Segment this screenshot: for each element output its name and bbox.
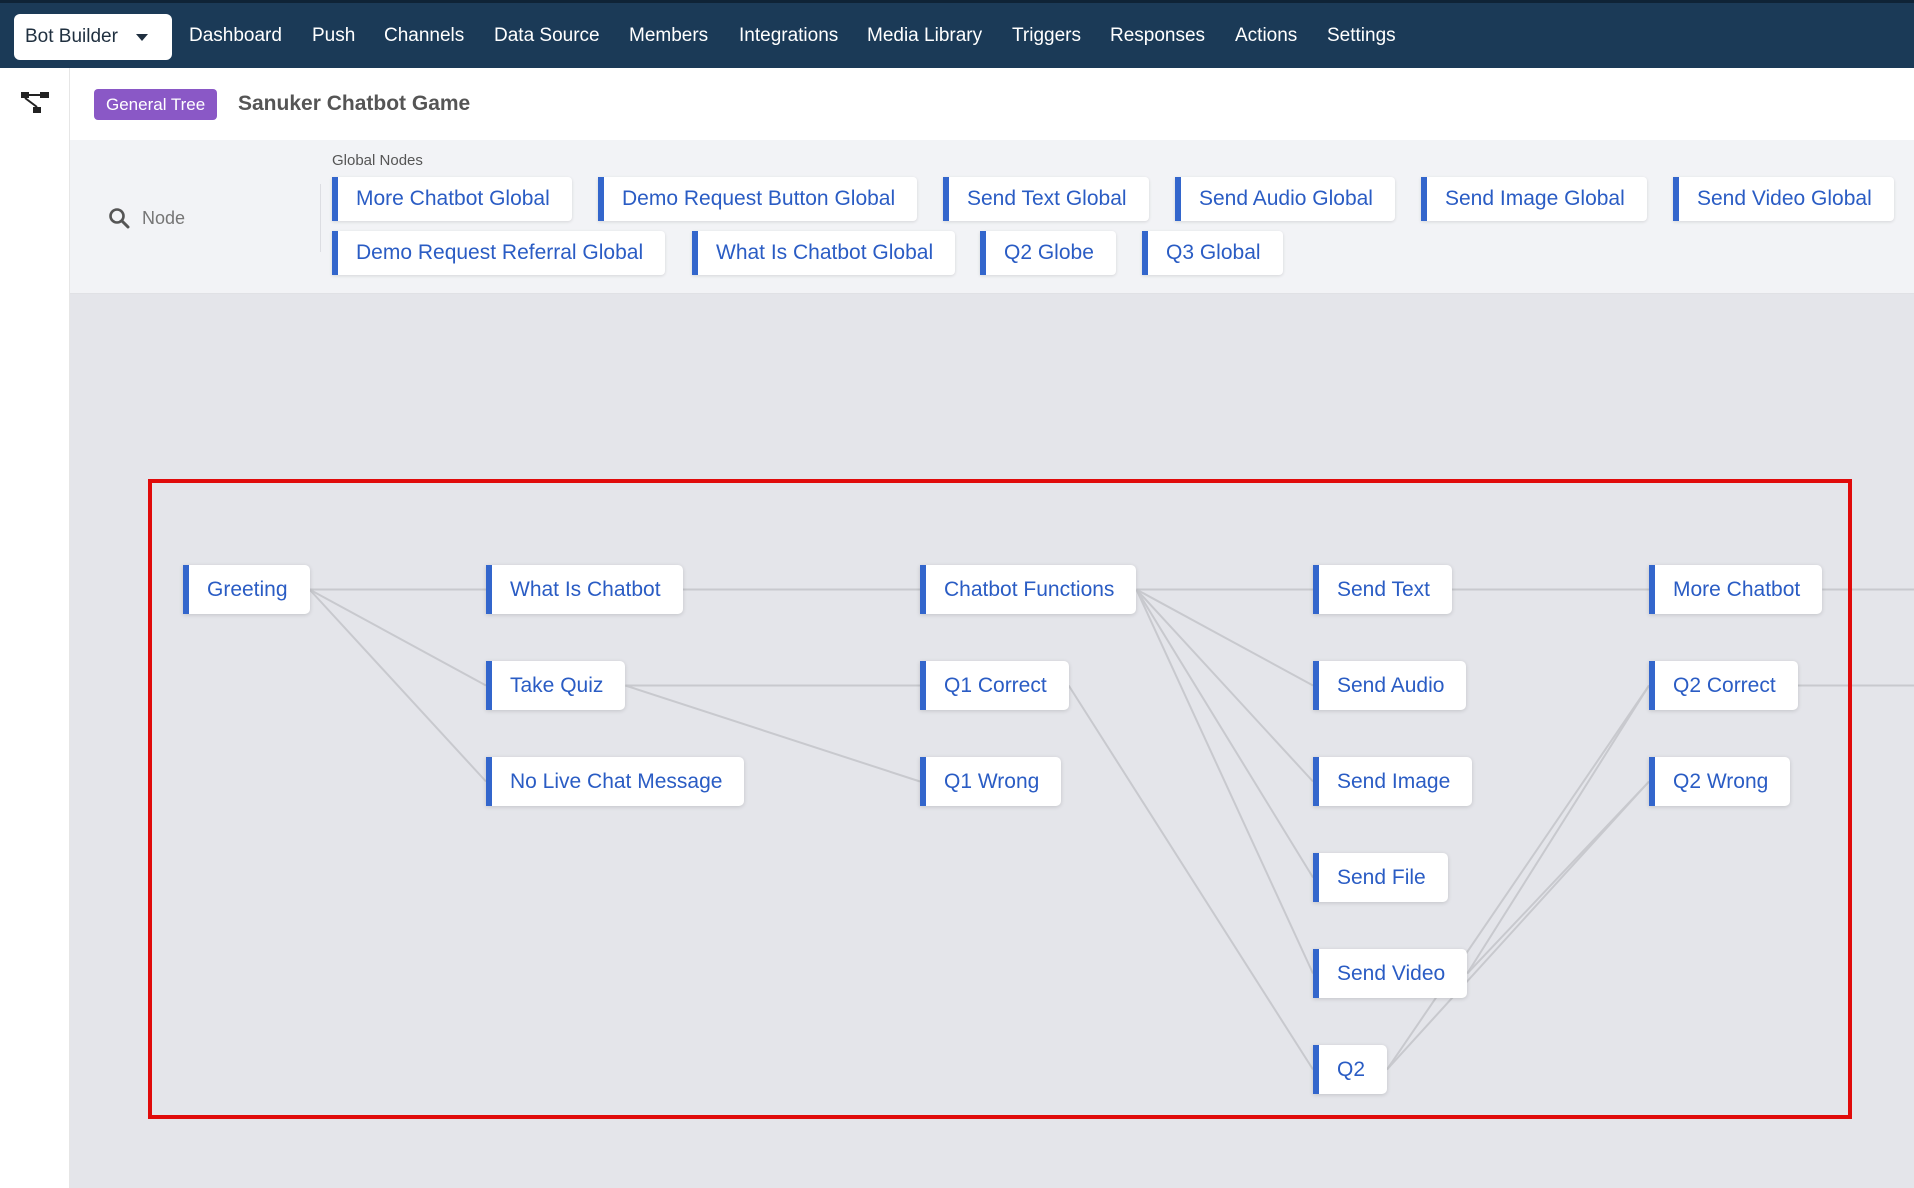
tree-title: Sanuker Chatbot Game bbox=[238, 92, 471, 115]
tree-node-chatbot-functions[interactable]: Chatbot Functions bbox=[920, 565, 1137, 614]
nav-actions[interactable]: Actions bbox=[1235, 25, 1298, 46]
global-node-chip[interactable]: Q3 Global bbox=[1142, 231, 1283, 275]
global-node-chip[interactable]: Send Audio Global bbox=[1175, 177, 1395, 221]
global-node-chip[interactable]: Send Text Global bbox=[943, 177, 1149, 221]
tree-type-badge: General Tree bbox=[94, 89, 218, 120]
nav-responses[interactable]: Responses bbox=[1110, 25, 1206, 46]
app-selector[interactable]: Bot Builder bbox=[14, 14, 172, 60]
nav-push[interactable]: Push bbox=[312, 25, 356, 46]
nav-data-source[interactable]: Data Source bbox=[494, 25, 600, 46]
chevron-down-icon bbox=[136, 34, 148, 41]
tree-node-send-video[interactable]: Send Video bbox=[1313, 949, 1468, 998]
app-selector-label: Bot Builder bbox=[25, 26, 118, 47]
nav-triggers[interactable]: Triggers bbox=[1012, 25, 1081, 46]
tree-node-send-text[interactable]: Send Text bbox=[1313, 565, 1453, 614]
global-node-chip[interactable]: Demo Request Button Global bbox=[598, 177, 918, 221]
tree-node-q1-wrong[interactable]: Q1 Wrong bbox=[920, 757, 1062, 806]
tree-node-more-chatbot[interactable]: More Chatbot bbox=[1649, 565, 1823, 614]
nav-settings[interactable]: Settings bbox=[1327, 25, 1396, 46]
global-node-chip[interactable]: More Chatbot Global bbox=[332, 177, 572, 221]
nav-members[interactable]: Members bbox=[629, 25, 709, 46]
tree-node-send-file[interactable]: Send File bbox=[1313, 853, 1448, 902]
tree-node-q2-wrong[interactable]: Q2 Wrong bbox=[1649, 757, 1791, 806]
tree-node-q2[interactable]: Q2 bbox=[1313, 1045, 1388, 1094]
left-rail bbox=[0, 68, 70, 1188]
node-search bbox=[108, 202, 308, 234]
tree-node-what-is-chatbot[interactable]: What Is Chatbot bbox=[486, 565, 683, 614]
global-node-chip[interactable]: What Is Chatbot Global bbox=[692, 231, 956, 275]
panel-divider bbox=[320, 184, 321, 252]
tree-node-q1-correct[interactable]: Q1 Correct bbox=[920, 661, 1069, 710]
node-search-input[interactable] bbox=[142, 207, 292, 229]
global-nodes-label: Global Nodes bbox=[332, 152, 423, 169]
tree-node-greeting[interactable]: Greeting bbox=[183, 565, 310, 614]
top-navigation: Bot Builder Dashboard Push Channels Data… bbox=[0, 0, 1914, 68]
nav-dashboard[interactable]: Dashboard bbox=[189, 25, 282, 46]
tree-node-send-image[interactable]: Send Image bbox=[1313, 757, 1473, 806]
tree-node-q2-correct[interactable]: Q2 Correct bbox=[1649, 661, 1798, 710]
nav-media-library[interactable]: Media Library bbox=[867, 25, 983, 46]
tree-header: General Tree Sanuker Chatbot Game bbox=[70, 68, 1914, 140]
search-icon bbox=[109, 208, 130, 229]
global-node-chip[interactable]: Send Video Global bbox=[1673, 177, 1894, 221]
global-nodes-panel: Global Nodes More Chatbot Global Demo Re… bbox=[70, 140, 1914, 294]
tree-node-take-quiz[interactable]: Take Quiz bbox=[486, 661, 626, 710]
tree-node-no-live-chat-message[interactable]: No Live Chat Message bbox=[486, 757, 745, 806]
global-node-chip[interactable]: Demo Request Referral Global bbox=[332, 231, 666, 275]
tree-canvas[interactable] bbox=[70, 294, 1914, 1188]
global-node-chip[interactable]: Send Image Global bbox=[1421, 177, 1647, 221]
tree-node-send-audio[interactable]: Send Audio bbox=[1313, 661, 1467, 710]
nav-integrations[interactable]: Integrations bbox=[739, 25, 839, 46]
nav-channels[interactable]: Channels bbox=[384, 25, 465, 46]
tree-structure-icon[interactable] bbox=[20, 90, 50, 116]
global-node-chip[interactable]: Q2 Globe bbox=[980, 231, 1116, 275]
